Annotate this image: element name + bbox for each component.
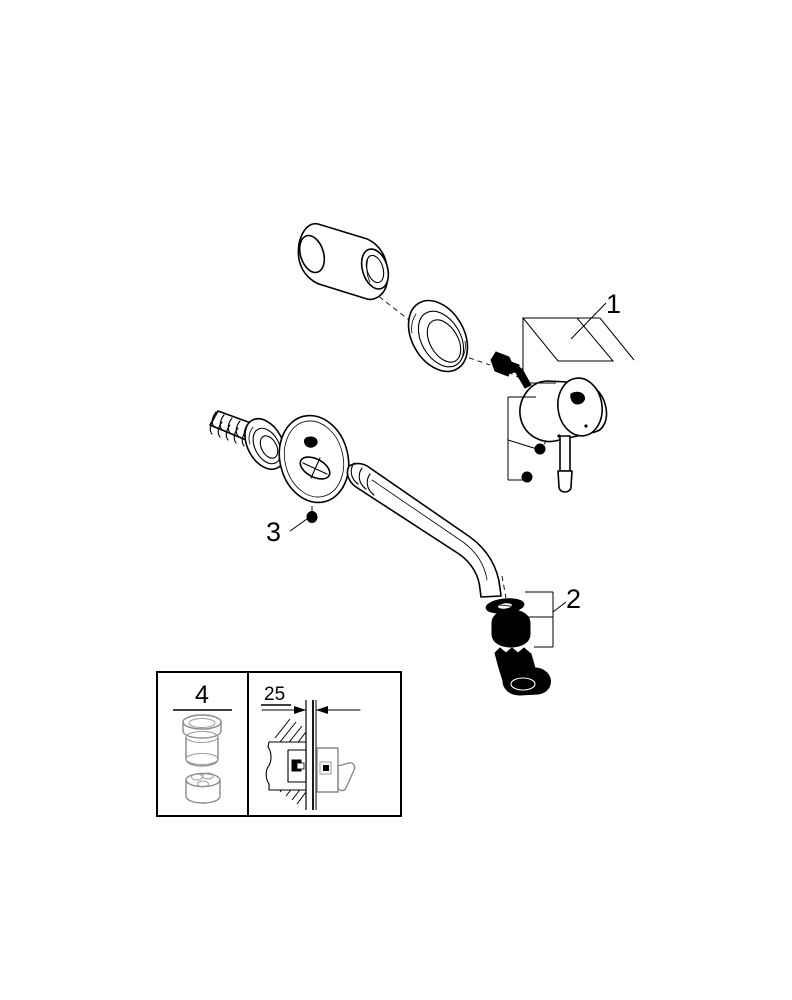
part-escutcheon-grub-screw (306, 511, 318, 523)
part-lever-handle-body (519, 377, 608, 443)
callout-2-label: 2 (566, 584, 581, 614)
part-cylindrical-sleeve-cap (297, 222, 390, 301)
inset-right-panel-wall-section: 25 (261, 684, 361, 810)
callout-1-label: 1 (606, 289, 621, 319)
part-escutcheon-plate (278, 414, 350, 504)
part-set-screw-lower (521, 471, 533, 483)
callout-1-bracket (507, 302, 635, 481)
callout-3-label: 3 (266, 517, 281, 547)
callout-3-leader (289, 518, 308, 532)
part-nipple-washer (244, 417, 286, 471)
part-set-screw-upper (534, 443, 546, 455)
part-spout-fixing-nut (491, 609, 531, 648)
inset-detail-box: 4 25 (156, 671, 402, 817)
inset-dimension-label: 25 (264, 684, 285, 705)
inset-left-panel-aerator: 4 (173, 681, 232, 804)
part-spout-mounting-bracket (494, 647, 551, 696)
inset-aerator-label: 4 (195, 681, 209, 709)
part-spout-gasket-washer (485, 598, 525, 614)
part-handle-lever-arm (557, 435, 573, 493)
part-conical-rosette-ring (407, 299, 469, 373)
part-curved-spout (346, 462, 502, 598)
callout-2-bracket (520, 591, 567, 648)
